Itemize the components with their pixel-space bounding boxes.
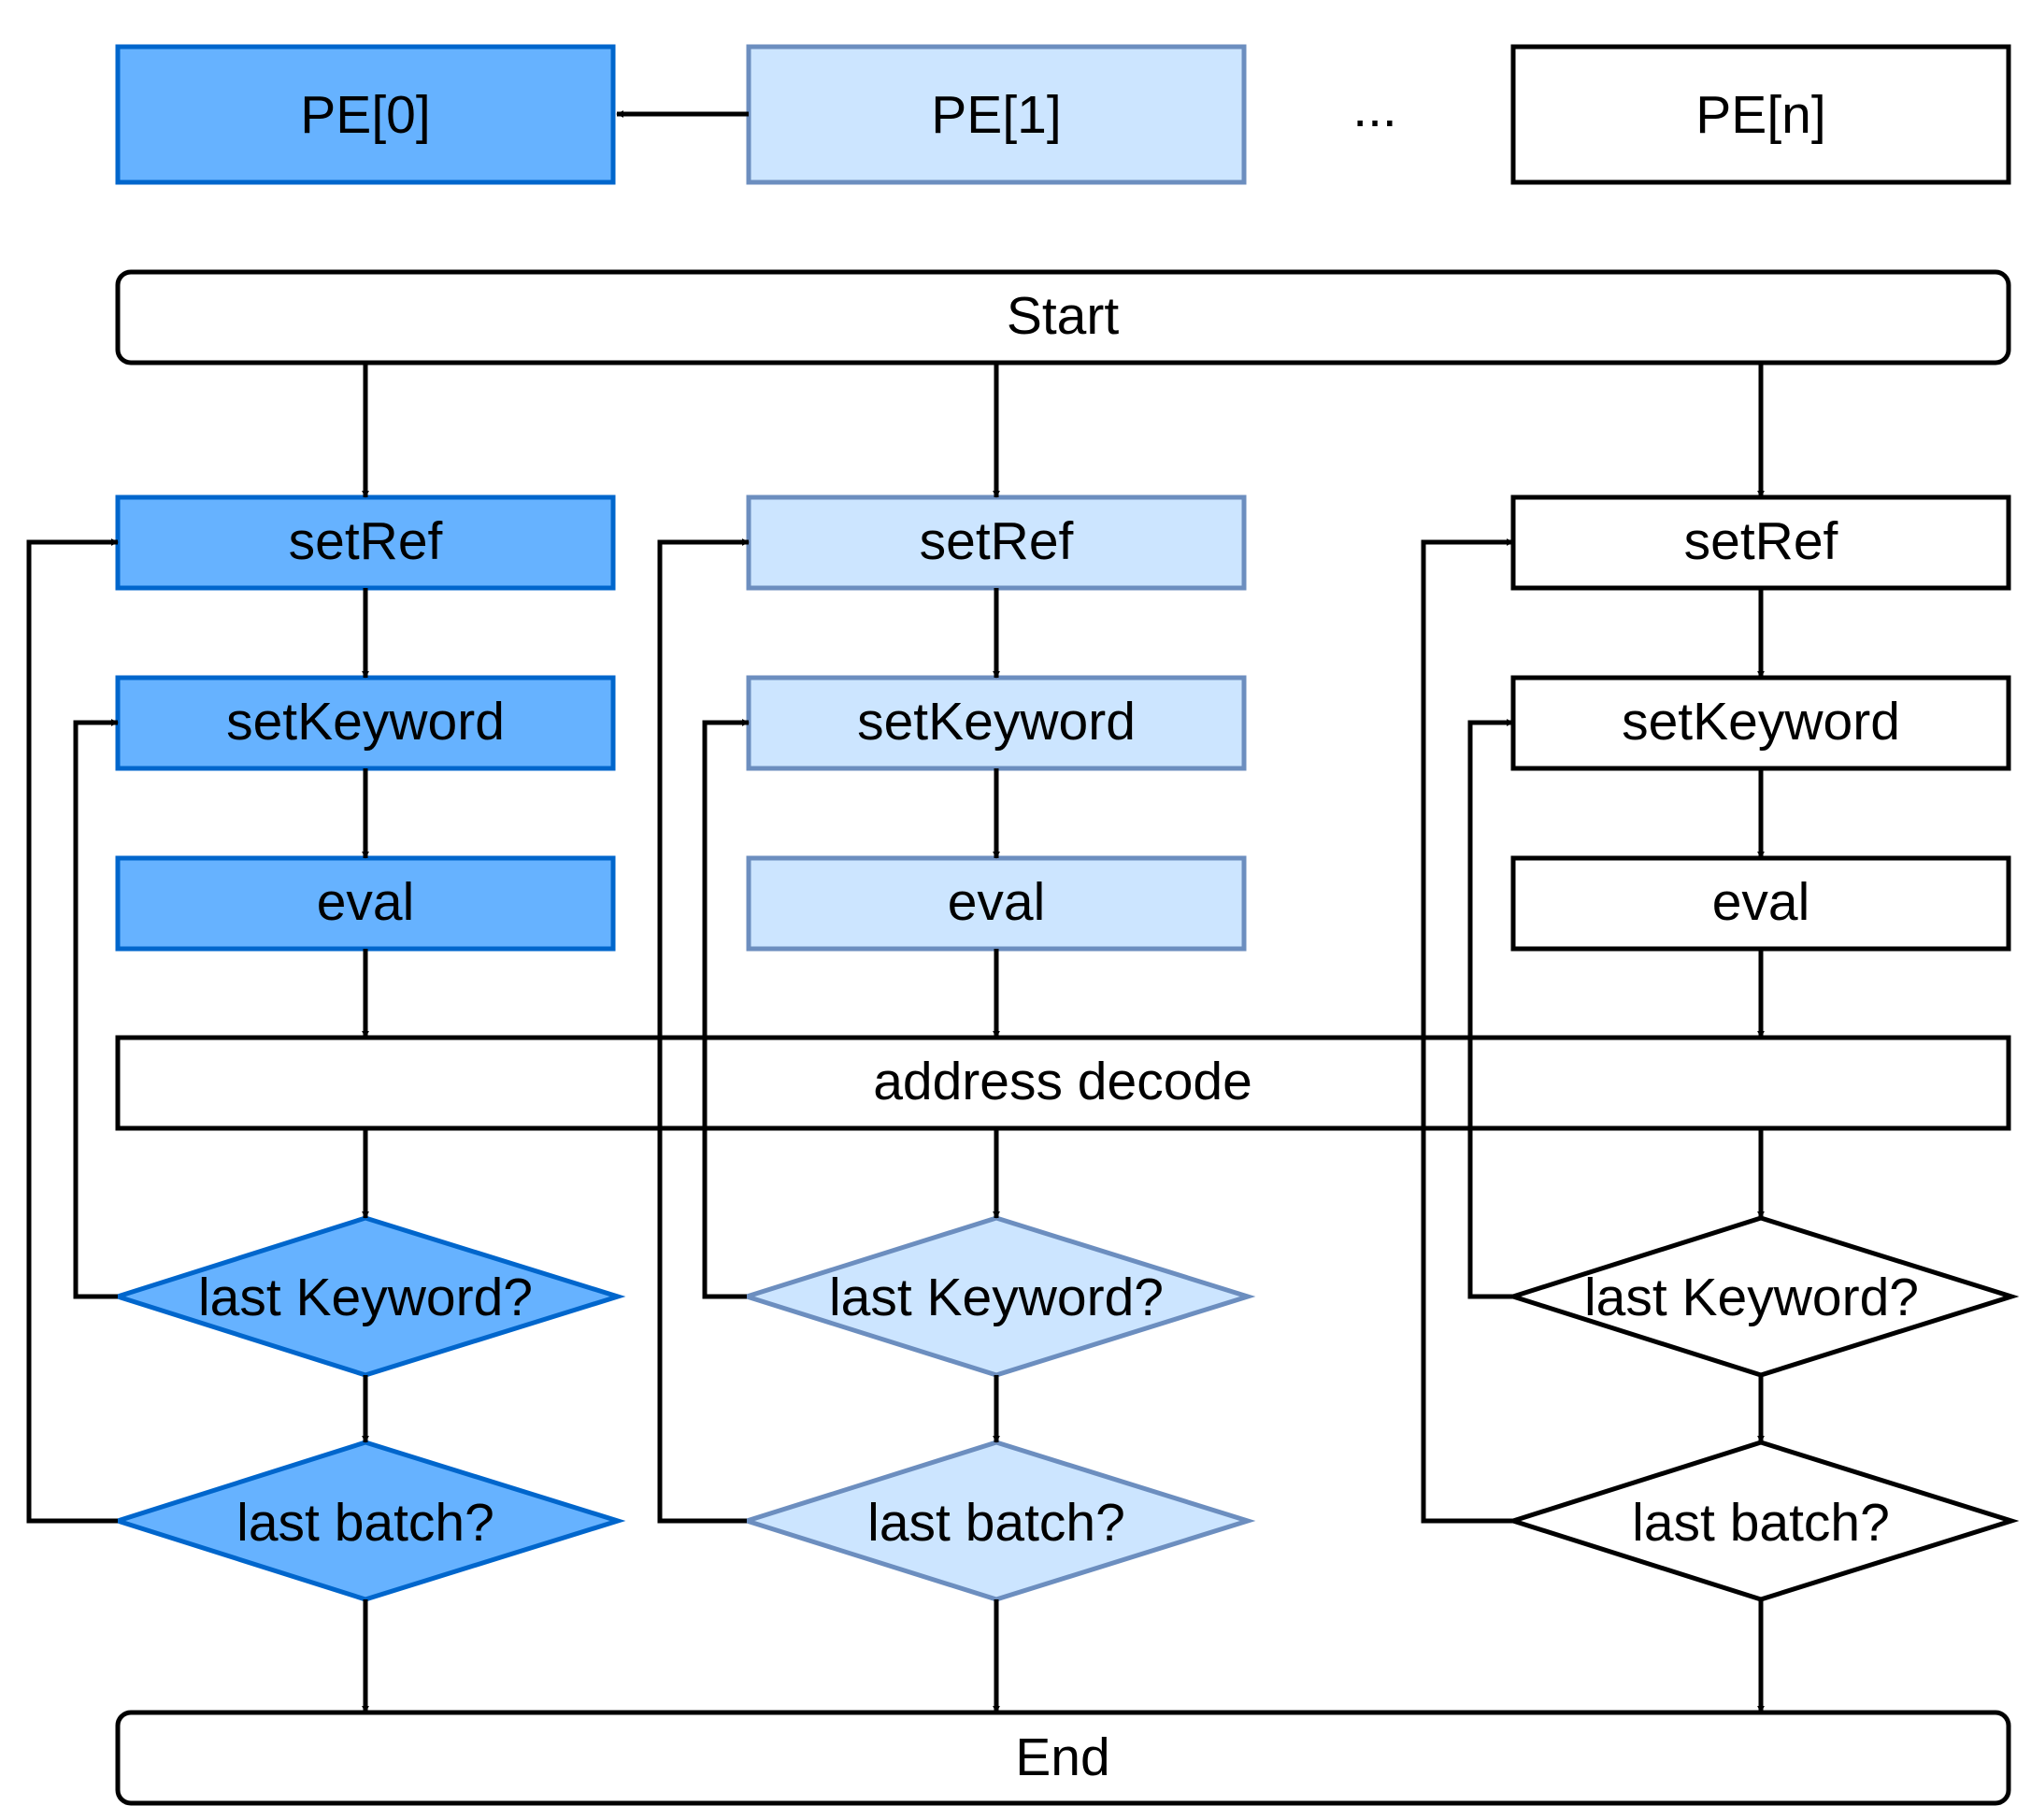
end-box bbox=[115, 1710, 2011, 1806]
pen-setkeyword-label: setKeyword bbox=[1622, 692, 1900, 752]
pe0-keyword-loop-arrow bbox=[73, 719, 119, 1299]
pen-header-box bbox=[1510, 44, 2011, 185]
pe0-last-batch-label: last batch? bbox=[236, 1493, 494, 1553]
pen-setkeyword-box bbox=[1510, 675, 2011, 771]
pe1-keyword-loop-arrow bbox=[702, 719, 750, 1299]
address-decode-label: address decode bbox=[873, 1052, 1252, 1111]
pe-ellipsis: ... bbox=[1352, 79, 1397, 138]
pen-last-batch-label: last batch? bbox=[1632, 1493, 1890, 1553]
pe1-batch-loop-arrow bbox=[657, 538, 750, 1524]
pe0-eval-box bbox=[115, 855, 616, 952]
pe1-last-batch-label: last batch? bbox=[867, 1493, 1125, 1553]
pe0-header-box bbox=[115, 44, 616, 185]
pen-setref-label: setRef bbox=[1684, 511, 1838, 571]
end-label: End bbox=[1015, 1727, 1109, 1787]
pe1-header-label: PE[1] bbox=[931, 85, 1061, 145]
pe0-column: setRef setKeyword eval last Keyword? las… bbox=[26, 363, 626, 1713]
pe1-setref-box bbox=[746, 494, 1247, 591]
pen-eval-box bbox=[1510, 855, 2011, 952]
pe0-setkeyword-label: setKeyword bbox=[226, 692, 505, 752]
pe1-setref-label: setRef bbox=[920, 511, 1074, 571]
address-decode-box bbox=[115, 1035, 2011, 1131]
pe1-eval-label: eval bbox=[948, 872, 1046, 932]
pe1-column: setRef setKeyword eval last Keyword? las… bbox=[657, 363, 1256, 1713]
pe0-eval-label: eval bbox=[317, 872, 415, 932]
pen-keyword-loop-arrow bbox=[1467, 719, 1514, 1299]
pe0-setref-label: setRef bbox=[289, 511, 443, 571]
pe1-setkeyword-label: setKeyword bbox=[857, 692, 1136, 752]
pe-header: PE[0] PE[1] ... PE[n] bbox=[115, 44, 2011, 185]
pe0-last-keyword-label: last Keyword? bbox=[198, 1268, 533, 1327]
pe0-batch-loop-arrow bbox=[26, 538, 119, 1524]
pen-last-keyword-label: last Keyword? bbox=[1584, 1268, 1919, 1327]
start-label: Start bbox=[1007, 286, 1120, 346]
pen-eval-label: eval bbox=[1712, 872, 1810, 932]
start-box bbox=[115, 269, 2011, 365]
pen-header-label: PE[n] bbox=[1695, 85, 1825, 145]
pe1-last-keyword-label: last Keyword? bbox=[829, 1268, 1164, 1327]
pen-column: setRef setKeyword eval last Keyword? las… bbox=[1421, 363, 2020, 1713]
pen-batch-loop-arrow bbox=[1421, 538, 1514, 1524]
pe0-header-label: PE[0] bbox=[300, 85, 430, 145]
pe1-header-box bbox=[746, 44, 1247, 185]
pe0-setref-box bbox=[115, 494, 616, 591]
